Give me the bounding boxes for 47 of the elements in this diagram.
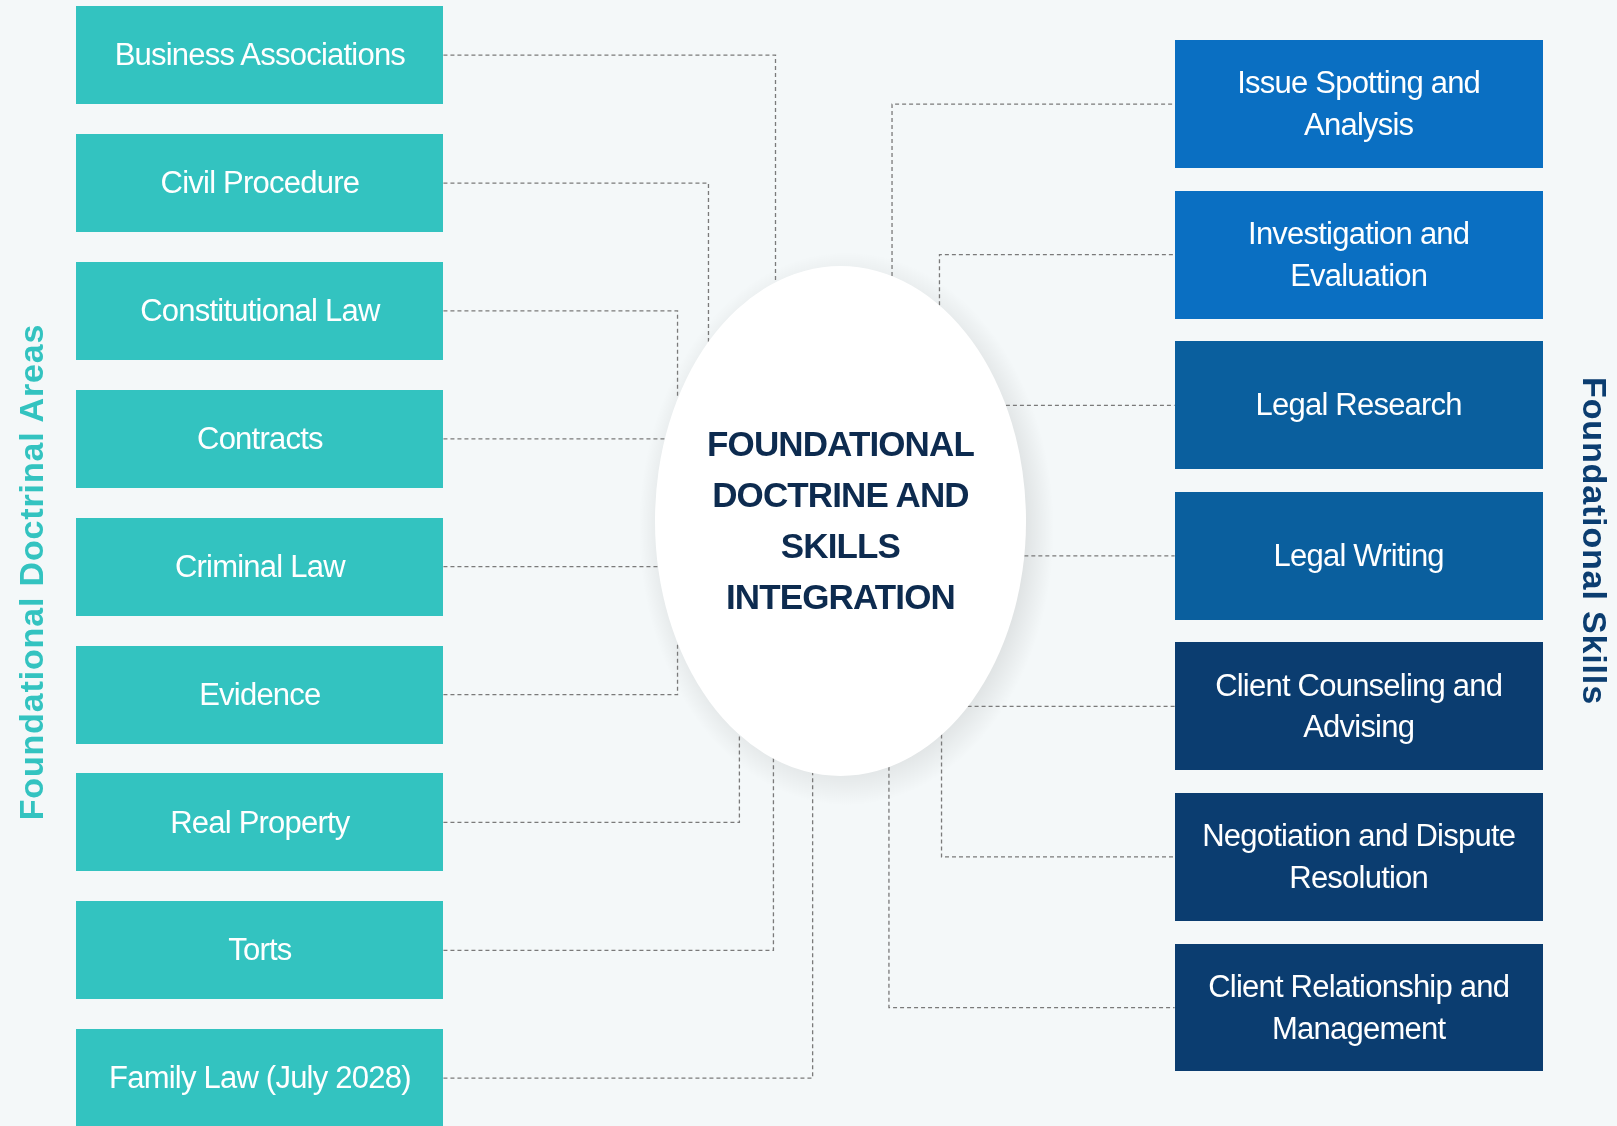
dashed-connector (938, 254, 1176, 306)
dashed-connector (442, 54, 777, 283)
topic-box (76, 6, 444, 105)
topic-label: Contracts (197, 419, 323, 458)
topic-box (1174, 341, 1543, 470)
dashed-connector (940, 733, 1176, 858)
topic-label: Torts (228, 931, 292, 970)
dashed-connector (442, 757, 775, 951)
topic-box (1174, 40, 1543, 169)
topic-box (76, 389, 444, 488)
topic-label: Civil Procedure (160, 164, 360, 203)
topic-box (76, 261, 444, 360)
topic-box (1174, 793, 1543, 921)
topic-label: Real Property (170, 803, 350, 842)
dashed-connector (442, 566, 659, 568)
topic-label: Negotiation and Dispute Resolution (1201, 817, 1517, 897)
topic-label: Issue Spotting and Analysis (1236, 64, 1482, 145)
topic-box (76, 517, 444, 616)
topic-label: Legal Writing (1273, 536, 1444, 575)
topic-box (76, 134, 444, 233)
topic-label: Business Associations (114, 36, 406, 75)
topic-box (1174, 190, 1543, 319)
dashed-connector (442, 733, 741, 824)
topic-label: Legal Research (1255, 386, 1462, 425)
dashed-connector (966, 705, 1176, 708)
topic-label: Evidence (199, 675, 321, 714)
dashed-connector (442, 182, 710, 343)
topic-label: Investigation and Evaluation (1247, 214, 1471, 295)
topic-box (76, 901, 444, 1000)
center-title: FOUNDATIONAL DOCTRINE AND SKILLS INTEGRATION (706, 423, 975, 618)
dashed-connector (442, 438, 666, 440)
topic-box (1174, 491, 1543, 620)
side-heading: Foundational Doctrinal Areas (10, 324, 51, 821)
topic-box (76, 1029, 444, 1126)
topic-box (1174, 642, 1543, 771)
topic-label: Client Counseling and Advising (1214, 666, 1504, 747)
topic-label: Constitutional Law (140, 292, 380, 330)
dashed-connector (442, 642, 679, 696)
topic-box (1174, 943, 1543, 1072)
dashed-connector (442, 771, 814, 1079)
topic-label: Criminal Law (174, 547, 345, 586)
topic-box (76, 773, 444, 872)
dashed-connector (1023, 555, 1176, 557)
side-heading: Foundational Skills (1575, 377, 1616, 706)
topic-box (76, 645, 444, 744)
topic-label: Client Relationship and Management (1207, 967, 1511, 1048)
topic-label: Family Law (July 2028) (109, 1059, 411, 1098)
